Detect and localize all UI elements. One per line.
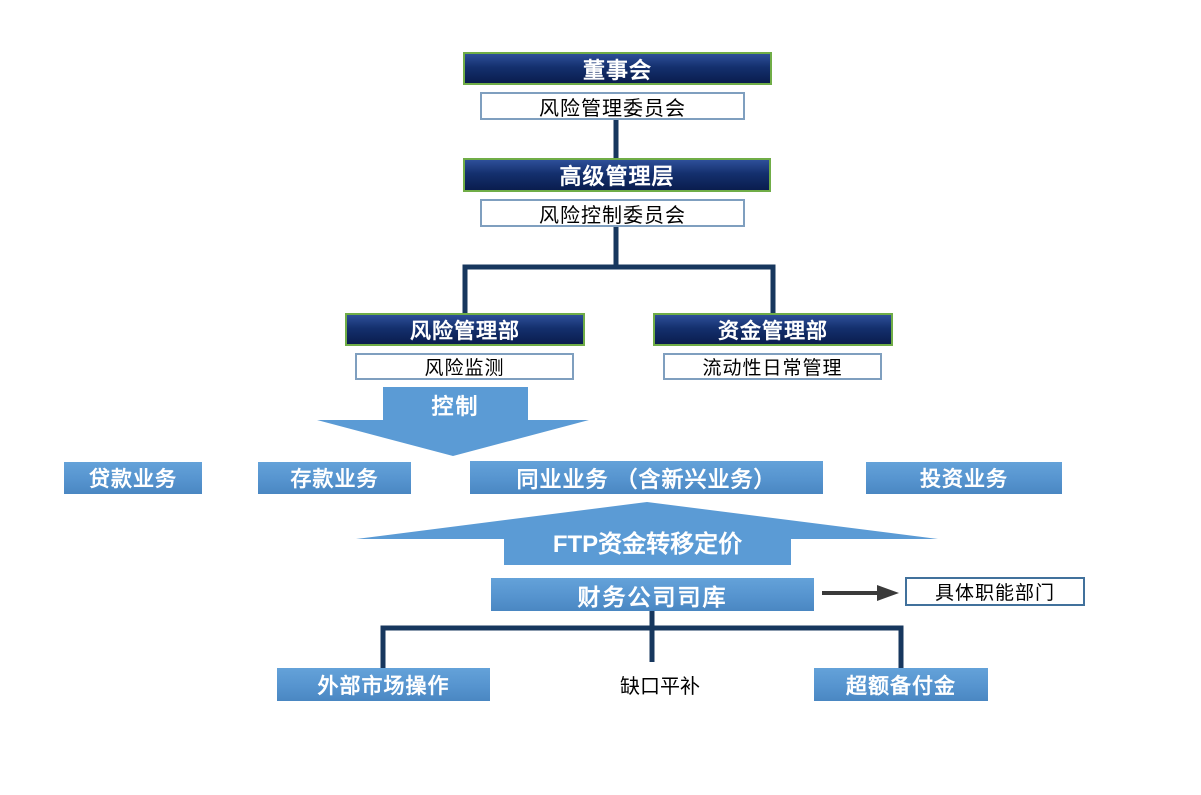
external-market-ops-box: 外部市场操作 [277, 668, 490, 701]
control-down-arrow-shape [317, 387, 589, 456]
control-arrow-label: 控制 [431, 393, 480, 419]
fund-mgmt-dept-box: 资金管理部 [653, 313, 893, 346]
risk-control-committee-box: 风险控制委员会 [480, 199, 745, 227]
investment-business-box: 投资业务 [866, 462, 1062, 494]
board-box: 董事会 [463, 52, 772, 85]
ftp-arrow-label: FTP资金转移定价 [552, 530, 743, 558]
deposit-business-box: 存款业务 [258, 462, 411, 494]
loan-business-box: 贷款业务 [64, 462, 202, 494]
gap-balancing-label: 缺口平补 [620, 675, 700, 698]
excess-reserves-box: 超额备付金 [814, 668, 988, 701]
connector-senior-to-depts [462, 226, 776, 313]
connector-treasury-to-bottom [380, 611, 904, 668]
ftp-up-arrow-shape [356, 502, 938, 565]
treasury-box: 财务公司司库 [491, 578, 814, 611]
treasury-to-functional-arrowhead [877, 585, 899, 601]
interbank-business-box: 同业业务 （含新兴业务） [470, 461, 823, 494]
liquidity-daily-mgmt-box: 流动性日常管理 [663, 353, 882, 380]
risk-mgmt-committee-box: 风险管理委员会 [480, 92, 745, 120]
risk-monitoring-box: 风险监测 [355, 353, 574, 380]
senior-mgmt-box: 高级管理层 [463, 158, 771, 192]
functional-depts-box: 具体职能部门 [905, 577, 1085, 606]
risk-mgmt-dept-box: 风险管理部 [345, 313, 585, 346]
